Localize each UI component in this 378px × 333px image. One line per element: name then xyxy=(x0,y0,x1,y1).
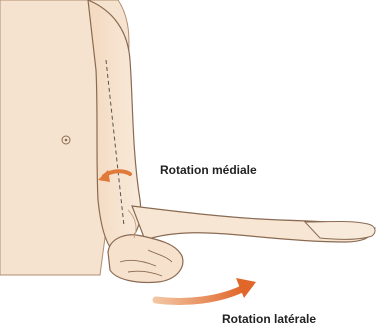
curved-arrow-right-icon xyxy=(156,278,256,302)
medial-rotation-label: Rotation médiale xyxy=(160,163,257,177)
fist xyxy=(108,235,183,283)
lateral-rotation-label: Rotation latérale xyxy=(222,312,316,326)
